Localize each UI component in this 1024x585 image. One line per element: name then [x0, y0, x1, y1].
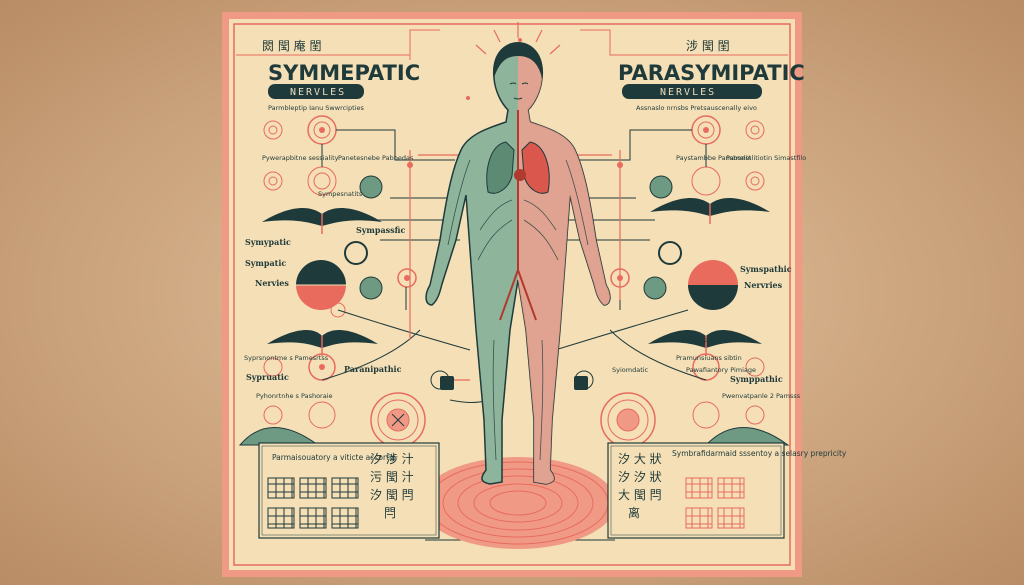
- box-glyphs: 閂: [384, 506, 396, 520]
- box-glyphs: 汐 大 狀: [618, 451, 662, 466]
- label: Symppathic: [730, 374, 783, 384]
- target-circle: [745, 171, 765, 191]
- right-subtitle-pill: [622, 84, 762, 99]
- pattern-tile: [331, 507, 359, 529]
- floor-ripple: [420, 457, 616, 549]
- pattern-tile: [299, 477, 327, 499]
- left-half-circle: [296, 260, 346, 310]
- label: Pywerapbitne sessiality: [262, 154, 339, 162]
- label: Symspathic: [740, 264, 792, 274]
- header-line-right: [580, 29, 788, 56]
- hair: [493, 42, 543, 78]
- halo-lines: [475, 22, 561, 55]
- box-glyphs: 汐 汐 狀: [618, 469, 662, 484]
- lungs-icon: [486, 141, 550, 194]
- box-glyphs: 大 閠 閂: [618, 488, 662, 502]
- knot-circle: [397, 268, 417, 288]
- left-subtitle: NERVLES: [290, 87, 346, 98]
- nerve-branches: [447, 159, 589, 461]
- crane-neck-right: [705, 204, 711, 356]
- box-glyphs: 汐 閠 閂: [370, 487, 414, 502]
- left-title: SYMMEPATIC: [268, 61, 420, 85]
- knot-circle: [344, 241, 368, 265]
- spinal-cord: [499, 110, 537, 321]
- knot-circle: [359, 276, 383, 300]
- knot-circle: [658, 241, 682, 265]
- label: Pawafiantory Pimiage: [686, 366, 756, 374]
- header-glyphs-left: 閦 閠 庵 閨: [262, 38, 321, 53]
- center-label-chest: Sympassfic: [356, 225, 405, 235]
- label: Pamalinlitiotin Simastfilo: [726, 154, 806, 162]
- label: Sympesnatits: [318, 190, 363, 198]
- human-figure: [425, 22, 611, 485]
- label: Pramunsiuans sibtin: [676, 354, 742, 362]
- label: Pamsdrpatic: [680, 336, 721, 344]
- left-caption: Parmbleptip Ianu Swwrcipties: [268, 104, 364, 112]
- label: Panetesnebe Pabbedas: [338, 154, 414, 162]
- target-circle: [263, 171, 283, 191]
- right-subtitle: NERVLES: [660, 87, 716, 98]
- target-circle: [263, 405, 283, 425]
- left-info-box: Parmaisouatory a viticte accortip 汐 涉 汁 …: [258, 442, 440, 539]
- target-circle: [745, 120, 765, 140]
- label: Pwenvatpanle 2 Pamsss: [722, 392, 801, 400]
- marker-dots: [407, 38, 623, 168]
- box-title: Parmaisouatory a viticte accortip: [272, 453, 396, 462]
- right-info-box: Symbrafidarmaid sssentoy a selasry prepr…: [607, 442, 847, 539]
- pattern-tile: [299, 507, 327, 529]
- right-title: PARASYMIPATIC: [618, 61, 805, 85]
- center-label-right-mid: Syiomdatic: [612, 366, 649, 374]
- left-subtitle-pill: [268, 84, 364, 99]
- label: Nervies: [255, 278, 289, 288]
- header-line-left: [236, 29, 440, 60]
- target-circle: [745, 405, 765, 425]
- target-circle: [745, 357, 765, 377]
- symbol-tiles: [440, 376, 588, 390]
- box-glyphs: 污 閠 汁: [370, 470, 414, 484]
- pattern-tile: [267, 477, 295, 499]
- header-glyphs-right: 涉 閠 閨: [686, 39, 730, 53]
- pattern-tile: [685, 507, 713, 529]
- pattern-tile: [717, 477, 745, 499]
- knot-circle: [649, 175, 673, 199]
- label: Syprsnontme s Pamesrtss: [244, 354, 329, 362]
- center-label-left-mid: Paranipathic: [344, 364, 402, 374]
- box-glyphs: 离: [628, 505, 640, 520]
- label: Symypatic: [245, 237, 291, 247]
- pattern-tile: [267, 507, 295, 529]
- box-glyphs: 汐 涉 汁: [370, 451, 414, 466]
- nerve-connectors-red: [409, 150, 621, 381]
- label: Pyhonrtnhe s Pashoraie: [256, 392, 333, 400]
- knot-circle: [359, 175, 383, 199]
- target-circle: [263, 357, 283, 377]
- box-title: Symbrafidarmaid sssentoy a selasry prepr…: [672, 449, 847, 458]
- knot-circle: [643, 276, 667, 300]
- target-circle: [692, 401, 720, 429]
- heart-icon: [514, 169, 526, 181]
- label: Sympatic: [245, 258, 286, 268]
- right-caption: Assnaslo nrnsbs Pretsauscenally eivo: [636, 104, 757, 112]
- left-labels: Pywerapbitne sessiality Panetesnebe Pabb…: [244, 154, 414, 400]
- right-labels: Paystambbe Pansbonst Pamalinlitiotin Sim…: [676, 154, 806, 400]
- pattern-tile: [331, 477, 359, 499]
- label: Sypruatic: [246, 372, 289, 382]
- label: Paystambbe Pansbonst: [676, 154, 752, 162]
- pattern-tile: [717, 507, 745, 529]
- cloud-ornament-icon: [238, 427, 790, 446]
- target-circle: [263, 120, 283, 140]
- right-half-circle: [688, 260, 738, 310]
- label: Nervries: [744, 280, 783, 290]
- pattern-tile: [685, 477, 713, 499]
- target-circle: [308, 401, 336, 429]
